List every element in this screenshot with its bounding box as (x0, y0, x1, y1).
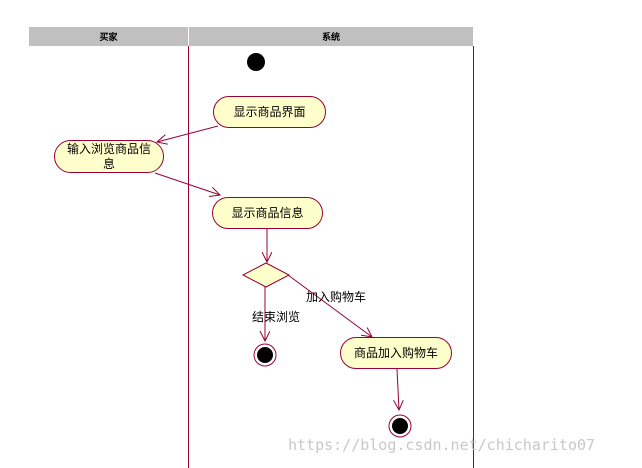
edge-input-to-info (154, 172, 220, 195)
initial-node (247, 53, 265, 71)
action-add-to-cart: 商品加入购物车 (340, 337, 452, 369)
edge-label-add-to-cart: 加入购物车 (306, 290, 367, 304)
action-input-browse: 输入浏览商品信息 (54, 140, 164, 173)
watermark-text: https://blog.csdn.net/chicharito07 (288, 436, 596, 454)
edge-label-end-browse: 结束浏览 (252, 310, 301, 324)
edge-cart-to-final (397, 368, 399, 410)
action-show-product-ui: 显示商品界面 (213, 96, 326, 128)
lane-header-buyer: 买家 (29, 27, 188, 46)
decision-node (241, 262, 291, 288)
edge-decision-to-cart (287, 274, 372, 337)
action-show-product-info: 显示商品信息 (212, 197, 323, 229)
final-node-end-browse (253, 343, 277, 367)
edge-ui-to-input (157, 125, 219, 142)
lane-header-system: 系统 (189, 27, 473, 46)
final-node-cart (388, 414, 412, 438)
